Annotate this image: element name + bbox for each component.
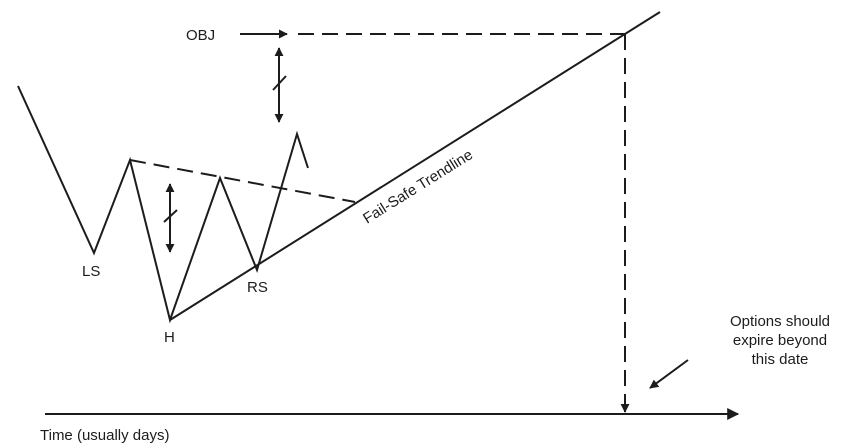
head-label: H xyxy=(164,329,175,346)
note-arrow xyxy=(649,359,689,389)
time-axis-label: Time (usually days) xyxy=(40,427,169,444)
expiry-note-line-2: expire beyond xyxy=(733,332,827,349)
pattern-height-measure xyxy=(163,183,178,253)
right-shoulder-label: RS xyxy=(247,279,268,296)
left-shoulder-label: LS xyxy=(82,263,100,280)
projected-height-measure xyxy=(272,47,287,123)
expiry-note-line-3: this date xyxy=(752,351,809,368)
objective-label: OBJ xyxy=(186,27,215,44)
price-path xyxy=(17,85,309,324)
neckline xyxy=(129,159,356,203)
trendline-label: Fail-Safe Trendline xyxy=(360,146,476,227)
fail-safe-trendline xyxy=(169,11,661,321)
expiry-note-line-1: Options should xyxy=(730,313,830,330)
